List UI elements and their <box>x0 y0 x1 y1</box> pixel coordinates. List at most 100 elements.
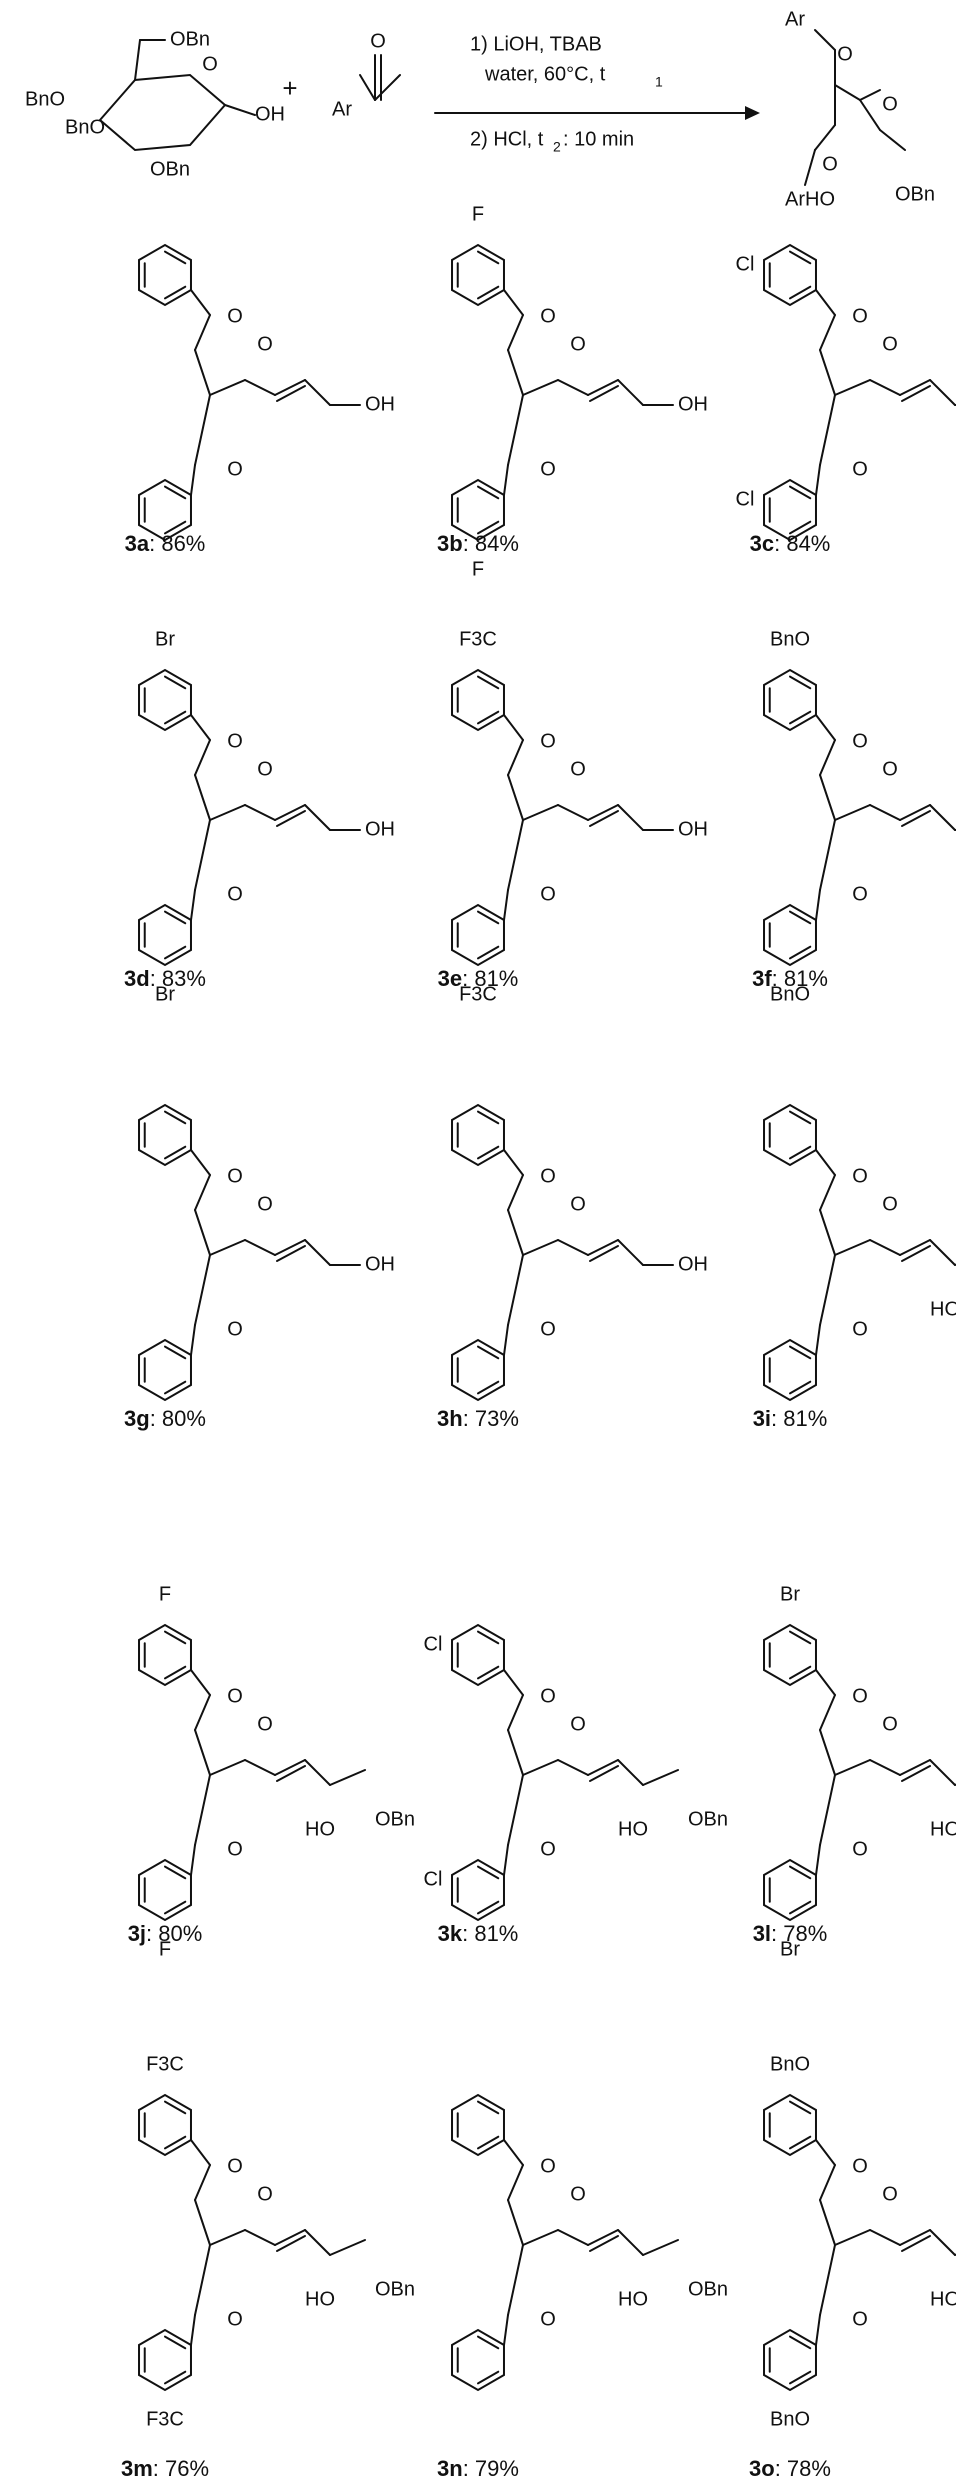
substituent-top-label: BnO <box>770 2053 810 2075</box>
compound-3o: BnOBnOOOOHOOBn3o: 78% <box>749 2053 956 2481</box>
bond <box>507 1209 524 1256</box>
hydroxyl-label: OH <box>365 818 395 840</box>
aryl-ring-bottom <box>138 2328 192 2392</box>
bond <box>819 1729 836 1776</box>
carbonyl-oxygen-label: O <box>540 730 556 752</box>
compound-yield: : 80% <box>150 1406 206 1431</box>
carbonyl-oxygen-label: O <box>852 730 868 752</box>
carbonyl-oxygen-label: O <box>227 2308 243 2330</box>
product-ho-label: HO <box>805 188 835 210</box>
substituent-top-label: Br <box>780 1583 800 1605</box>
bond <box>819 1209 836 1256</box>
substituent-bottom-label: Cl <box>736 488 755 510</box>
aromatic-double-bond <box>789 2370 812 2385</box>
bond <box>929 1759 956 1786</box>
bond <box>190 464 196 496</box>
aryl-ring-top <box>451 243 505 307</box>
bond <box>503 2139 524 2166</box>
compound-yield: : 84% <box>774 531 830 556</box>
aryl-ring-top <box>451 1103 505 1167</box>
bond <box>819 394 836 466</box>
bond <box>522 1759 559 1776</box>
bond <box>194 2199 211 2246</box>
bond <box>859 99 881 131</box>
compound-label: 3e: 81% <box>438 966 519 991</box>
product-obn-label: OBn <box>895 183 935 205</box>
aromatic-double-bond <box>789 285 812 300</box>
sugar-oh-label: OH <box>255 103 285 125</box>
bond <box>194 394 211 466</box>
carbonyl-oxygen-label: O <box>227 1685 243 1707</box>
substituent-bottom-label: Cl <box>424 1868 443 1890</box>
aromatic-double-bond <box>789 250 812 265</box>
bond <box>819 349 836 396</box>
bond <box>929 804 956 831</box>
carbonyl-oxygen-label: O <box>882 2183 898 2205</box>
substituent-bottom-label: F <box>472 558 484 580</box>
aromatic-double-bond <box>789 1630 812 1645</box>
compound-id: 3g <box>124 1406 150 1431</box>
compound-3l: BrBrOOOHOOBn3l: 78% <box>753 1583 956 1960</box>
bond <box>869 2229 901 2246</box>
double-bond <box>587 2229 619 2246</box>
substituent-top-label: Br <box>155 628 175 650</box>
carbonyl-oxygen-label: O <box>570 1193 586 1215</box>
bond <box>244 1239 276 1256</box>
aromatic-double-bond <box>164 1630 187 1645</box>
carbonyl-oxygen-label: O <box>540 2308 556 2330</box>
aromatic-double-bond <box>477 485 500 500</box>
aromatic-double-bond <box>164 1110 187 1125</box>
bond <box>819 774 836 821</box>
carbonyl-oxygen-label: O <box>882 1193 898 1215</box>
bond <box>869 1759 901 1776</box>
aromatic-double-bond <box>789 1665 812 1680</box>
hydroxyl-label: OH <box>678 1253 708 1275</box>
compound-yield: : 81% <box>462 1921 518 1946</box>
bond <box>815 289 836 316</box>
aromatic-double-bond <box>477 675 500 690</box>
bond <box>190 1149 211 1176</box>
bond <box>557 804 589 821</box>
carbonyl-oxygen-label: O <box>852 305 868 327</box>
product-ar-label: Ar <box>785 188 805 210</box>
condition-step1: 1) LiOH, TBAB <box>470 33 602 55</box>
compound-label: 3d: 83% <box>124 966 206 991</box>
bond <box>503 1844 509 1876</box>
condition-step2-tail: : 10 min <box>563 128 634 150</box>
compound-id: 3k <box>438 1921 463 1946</box>
carbonyl-oxygen-label: O <box>227 730 243 752</box>
double-bond <box>901 2235 931 2252</box>
aromatic-double-bond <box>164 710 187 725</box>
sugar-obn-label: OBn <box>170 28 210 50</box>
bond <box>304 1759 331 1786</box>
compound-label: 3o: 78% <box>749 2456 831 2481</box>
substituent-bottom-label: Br <box>780 1938 800 1960</box>
compound-id: 3c <box>750 531 774 556</box>
bond <box>507 2164 524 2201</box>
bond <box>304 2229 331 2256</box>
aromatic-double-bond <box>477 2335 500 2350</box>
bond <box>834 84 861 101</box>
compound-yield: : 73% <box>463 1406 519 1431</box>
bond <box>507 1729 524 1776</box>
aryl-ring-bottom <box>451 1338 505 1402</box>
aromatic-double-bond <box>477 1900 500 1915</box>
sugar-bno-label: BnO <box>65 116 105 138</box>
aromatic-double-bond <box>789 2100 812 2115</box>
carbonyl-oxygen-label: O <box>852 2155 868 2177</box>
aromatic-double-bond <box>477 1665 500 1680</box>
double-bond <box>899 1239 931 1256</box>
aromatic-double-bond <box>789 520 812 535</box>
bond <box>617 379 644 406</box>
compound-yield: : 84% <box>463 531 519 556</box>
bond <box>329 1769 366 1786</box>
carbonyl-oxygen-label: O <box>852 458 868 480</box>
hydroxyl-label: HO <box>618 2288 648 2310</box>
obn-label: OBn <box>688 2278 728 2300</box>
substituent-top-label: BnO <box>770 628 810 650</box>
bond <box>190 714 211 741</box>
